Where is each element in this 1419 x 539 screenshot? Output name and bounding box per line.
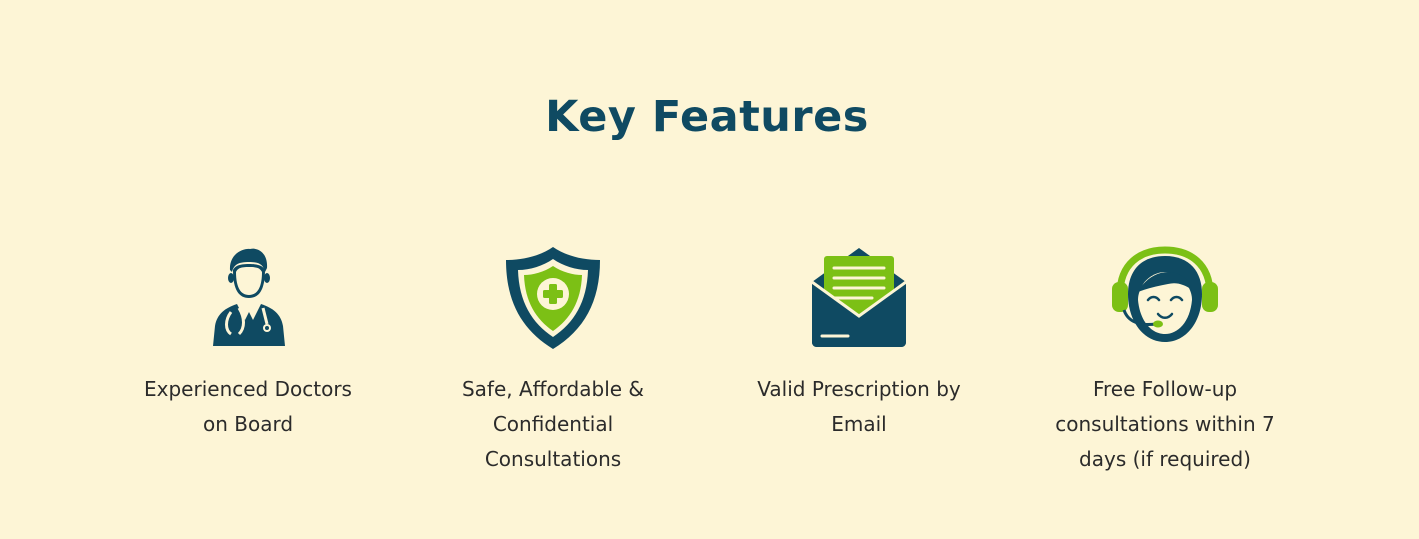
feature-label: Experienced Doctors on Board xyxy=(144,377,352,436)
feature-label: Safe, Affordable & Confidential Consulta… xyxy=(461,377,645,471)
envelope-letter-icon xyxy=(811,248,907,347)
feature-item-followup: Free Follow-up consultations within 7 da… xyxy=(1015,242,1315,477)
feature-item-safe: Safe, Affordable & Confidential Consulta… xyxy=(403,242,703,477)
doctor-icon xyxy=(213,248,285,346)
feature-label: Valid Prescription by Email xyxy=(757,377,961,436)
section-title: Key Features xyxy=(545,92,869,142)
shield-plus-icon xyxy=(506,247,600,349)
headset-agent-icon xyxy=(1112,246,1218,342)
feature-label: Free Follow-up consultations within 7 da… xyxy=(1055,377,1275,471)
feature-item-doctors: Experienced Doctors on Board xyxy=(98,242,398,442)
feature-item-prescription: Valid Prescription by Email xyxy=(709,242,1009,442)
